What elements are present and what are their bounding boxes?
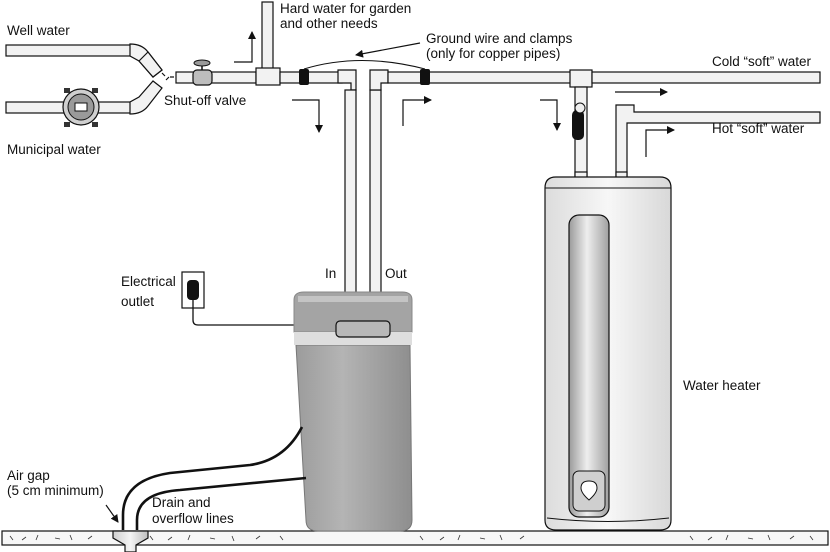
heater-cold-valve[interactable] [572,102,586,140]
arrow-from-softener [402,96,432,126]
label-municipal-water: Municipal water [7,142,101,157]
heater-panel [568,214,610,518]
label-out: Out [385,266,407,281]
label-hot-soft-water: Hot “soft” water [712,121,805,136]
main-pipe-hard [175,1,357,299]
arrow-hot-out [645,126,675,157]
flow-arrows [234,31,675,157]
shutoff-valve[interactable] [192,59,213,86]
label-hard-water-line2: and other needs [280,16,378,31]
label-well-water: Well water [7,23,70,38]
label-in: In [325,266,337,281]
label-ground-wire-line1: Ground wire and clamps [426,31,573,46]
label-shutoff-valve: Shut-off valve [164,93,247,108]
water-softener [293,291,413,532]
floor-drain [112,530,149,552]
drain-lines [121,426,307,530]
label-air-gap-line1: Air gap [7,468,50,483]
label-water-heater: Water heater [683,378,761,393]
power-cord [192,300,294,326]
water-meter [62,88,100,127]
floor [1,530,829,552]
label-hard-water-line1: Hard water for garden [280,1,412,16]
arrow-to-heater [540,99,561,131]
ground-clamps [299,42,430,85]
water-heater [544,176,672,531]
arrow-garden [234,31,256,63]
label-drain-line2: overflow lines [152,511,234,526]
label-electrical-outlet-line2: outlet [121,294,155,309]
well-water-pipe [5,43,163,78]
label-cold-soft-water: Cold “soft” water [712,54,812,69]
label-drain-line1: Drain and [152,495,211,510]
heater-access-knob [580,480,598,501]
label-ground-wire-line2: (only for copper pipes) [426,46,561,61]
electrical-outlet [181,271,294,326]
air-gap-pointer [105,504,119,523]
ground-wire-pointer [355,42,421,58]
junction-dashes [161,72,174,81]
label-air-gap-line2: (5 cm minimum) [7,483,104,498]
ground-wire [303,59,426,70]
arrow-to-softener [292,99,323,133]
label-electrical-outlet-line1: Electrical [121,274,176,289]
floor-texture [9,534,814,542]
